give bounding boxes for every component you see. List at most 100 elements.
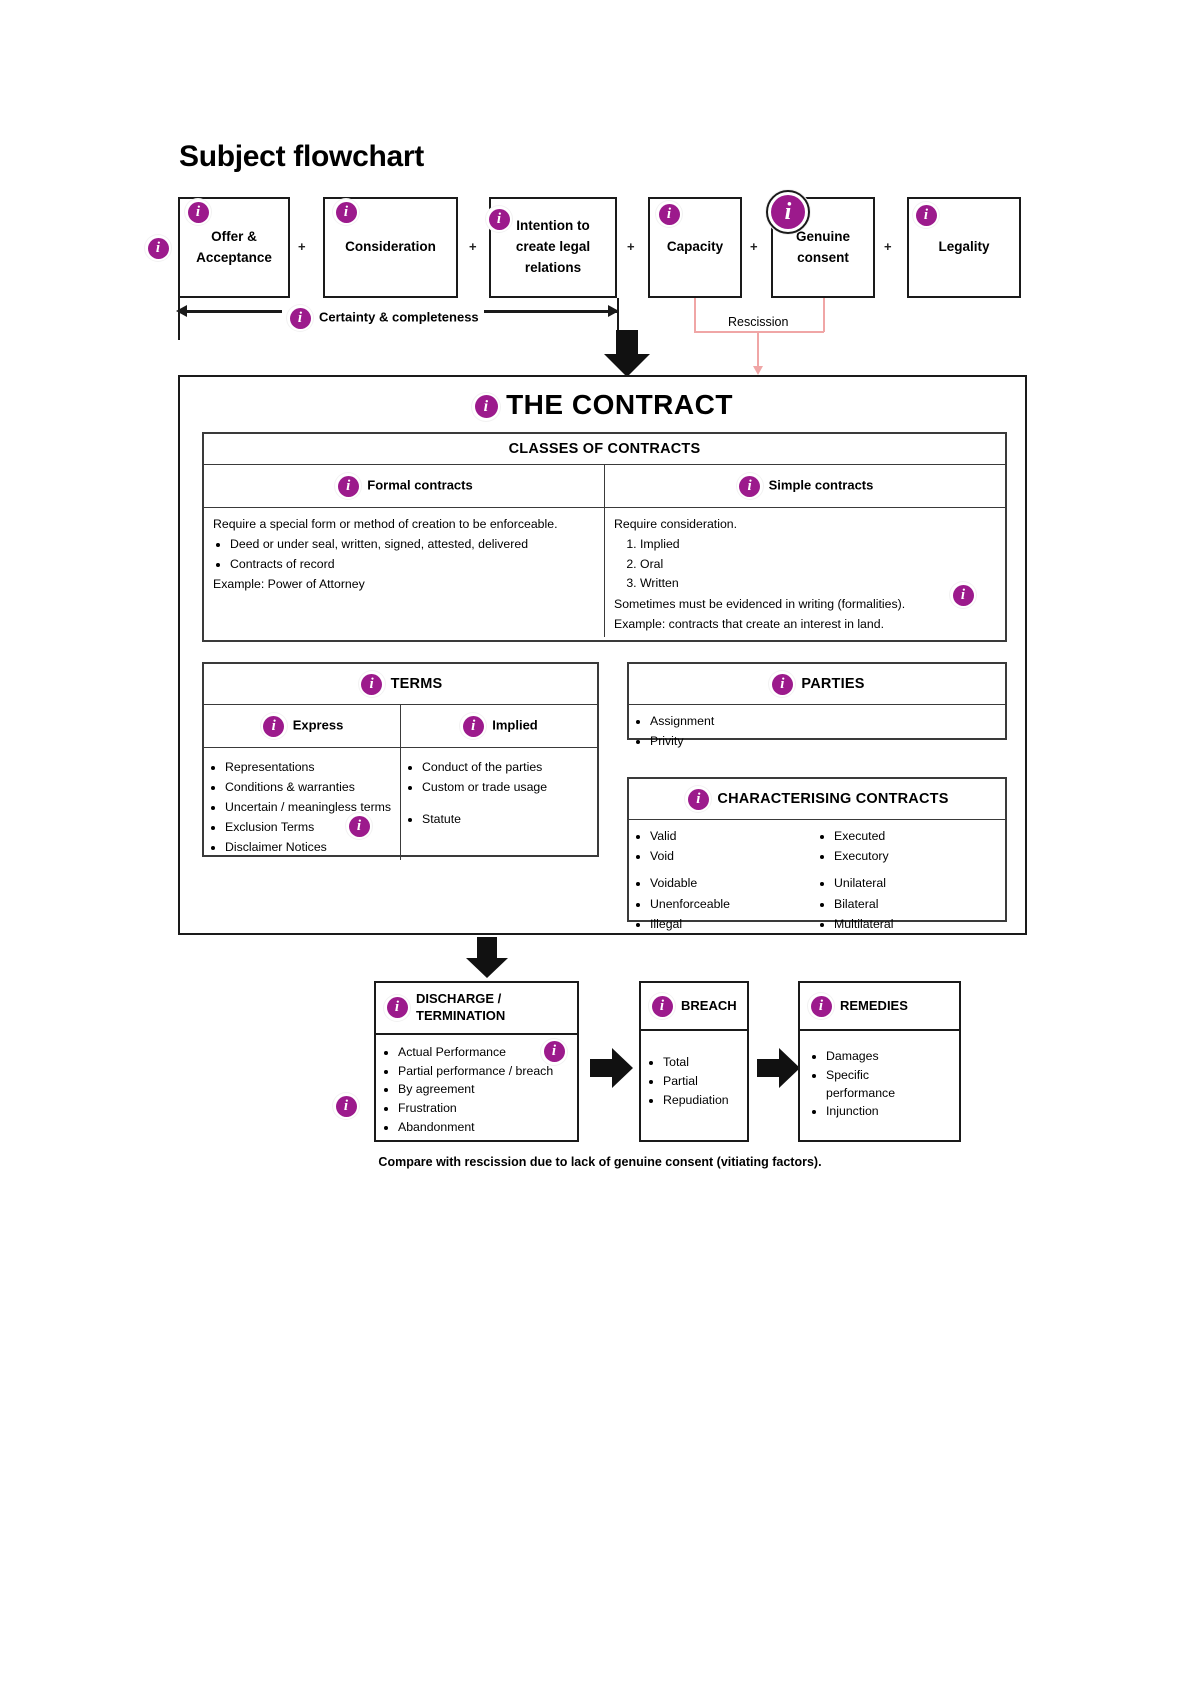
info-icon-legality[interactable]: i [913, 202, 939, 228]
info-icon-intention[interactable]: i [486, 206, 512, 232]
contract-panel: i THE CONTRACT CLASSES OF CONTRACTS i Fo… [178, 375, 1027, 935]
info-icon-glyph: i [651, 995, 673, 1017]
formal-bullet-list: Deed or under seal, written, signed, att… [213, 535, 595, 573]
certainty-right-tick [617, 298, 619, 340]
simple-note: Sometimes must be evidenced in writing (… [614, 596, 906, 611]
characterising-heading-text: CHARACTERISING CONTRACTS [717, 790, 949, 807]
discharge-list: Actual Performance Partial performance /… [380, 1044, 571, 1137]
terms-express-heading-text: Express [292, 717, 344, 733]
breach-body: Total Partial Repudiation [641, 1031, 747, 1118]
info-icon-offer-acceptance[interactable]: i [185, 199, 211, 225]
list-item: Contracts of record [230, 555, 595, 573]
info-icon-exclusion-terms[interactable]: i [346, 813, 372, 839]
terms-heading: i TERMS [204, 664, 597, 705]
info-icon-discharge-side[interactable]: i [333, 1093, 359, 1119]
info-icon-glyph: i [386, 997, 408, 1019]
info-icon-simple-contracts[interactable]: i [736, 473, 763, 499]
contract-heading-text: THE CONTRACT [506, 389, 733, 420]
breach-box[interactable]: i BREACH Total Partial Repudiation [639, 981, 749, 1142]
info-icon-glyph: i [739, 475, 761, 497]
plus-sign-2: + [469, 239, 477, 254]
formal-contracts-heading-text: Formal contracts [367, 477, 473, 493]
info-icon-glyph: i [348, 815, 370, 837]
list-item: Multilateral [834, 915, 1001, 934]
remedies-heading-text: REMEDIES [840, 997, 908, 1013]
list-item: Exclusion Terms [225, 818, 396, 837]
rescission-arrowhead [753, 366, 763, 375]
rescission-label: Rescission [724, 315, 793, 329]
info-icon-contract-elements[interactable]: i [145, 235, 171, 261]
info-icon-glyph: i [810, 995, 832, 1017]
info-icon-the-contract[interactable]: i [472, 392, 501, 421]
terms-express-column: i Express Representations Conditions & w… [204, 705, 400, 860]
info-icon-implied[interactable]: i [460, 713, 487, 739]
info-icon-glyph: i [543, 1041, 565, 1063]
list-item: Partial performance / breach [398, 1063, 571, 1081]
remedies-box[interactable]: i REMEDIES Damages Specific performance … [798, 981, 961, 1142]
formal-contracts-heading: i Formal contracts [204, 465, 604, 508]
info-icon-remedies[interactable]: i [808, 993, 834, 1019]
list-item: Unilateral [834, 874, 1001, 893]
list-item: Assignment [650, 712, 1001, 731]
list-item: Unenforceable [650, 895, 817, 914]
simple-numbered-list: Implied Oral Written [614, 535, 996, 592]
info-icon-capacity[interactable]: i [656, 201, 682, 227]
remedies-list: Damages Specific performance Injunction [808, 1048, 953, 1121]
rescission-line-horizontal [694, 331, 824, 333]
classes-of-contracts-heading: CLASSES OF CONTRACTS [204, 434, 1005, 465]
topbox-intention-create-legal-relations[interactable]: Intention to create legal relations [489, 197, 617, 298]
terms-express-heading: i Express [204, 705, 400, 748]
list-item: Representations [225, 758, 396, 777]
plus-sign-5: + [884, 239, 892, 254]
info-icon-glyph: i [488, 208, 510, 230]
info-icon-simple-formalities[interactable]: i [950, 582, 976, 608]
info-icon-consideration[interactable]: i [333, 199, 359, 225]
list-item: Conduct of the parties [422, 758, 593, 777]
info-icon-characterising-contracts[interactable]: i [685, 786, 712, 812]
right-arrow-to-breach [590, 1048, 633, 1088]
breach-heading: i BREACH [641, 983, 747, 1031]
plus-sign-3: + [627, 239, 635, 254]
info-icon-glyph: i [289, 307, 311, 329]
info-icon-breach[interactable]: i [649, 993, 675, 1019]
info-icon-glyph: i [658, 203, 680, 225]
right-arrow-to-remedies [757, 1048, 800, 1088]
topbox-label: Offer & Acceptance [196, 228, 272, 265]
classes-of-contracts-panel: CLASSES OF CONTRACTS i Formal contracts … [202, 432, 1007, 642]
info-icon-genuine-consent[interactable]: i [766, 190, 810, 234]
discharge-termination-box[interactable]: i DISCHARGE / TERMINATION Actual Perform… [374, 981, 579, 1142]
info-icon-glyph: i [335, 201, 357, 223]
info-icon-glyph: i [687, 788, 709, 810]
list-item: Frustration [398, 1100, 571, 1118]
breach-list: Total Partial Repudiation [645, 1054, 741, 1109]
topbox-label: Intention to create legal relations [515, 218, 591, 275]
info-icon-glyph: i [187, 201, 209, 223]
info-icon-express[interactable]: i [260, 713, 287, 739]
characterising-list-left: Valid Void Voidable Unenforceable Illega… [633, 825, 817, 935]
info-icon-glyph: i [474, 395, 498, 419]
parties-panel: i PARTIES Assignment Privity [627, 662, 1007, 748]
info-icon-performance[interactable]: i [541, 1038, 567, 1065]
parties-heading: i PARTIES [629, 664, 1005, 705]
down-arrow-to-discharge [466, 937, 508, 978]
plus-sign-4: + [750, 239, 758, 254]
info-icon-glyph: i [147, 237, 169, 259]
info-icon-formal-contracts[interactable]: i [335, 473, 362, 499]
terms-implied-list: Conduct of the parties Custom or trade u… [405, 758, 593, 830]
topbox-consideration[interactable]: Consideration [323, 197, 458, 298]
list-item: Conditions & warranties [225, 778, 396, 797]
page-title: Subject flowchart [179, 140, 424, 173]
list-item: Disclaimer Notices [225, 838, 396, 857]
certainty-completeness-label: i Certainty & completeness [282, 305, 484, 331]
info-icon-glyph: i [263, 715, 285, 737]
formal-intro: Require a special form or method of crea… [213, 517, 558, 531]
info-icon-parties[interactable]: i [769, 671, 796, 697]
info-icon-discharge[interactable]: i [384, 994, 410, 1021]
formal-contracts-body: Require a special form or method of crea… [204, 508, 604, 605]
info-icon-terms[interactable]: i [358, 671, 385, 697]
rescission-line-from-genuine-consent [823, 298, 825, 332]
list-item: Illegal [650, 915, 817, 934]
parties-heading-text: PARTIES [801, 675, 865, 692]
info-icon-certainty[interactable]: i [287, 305, 313, 331]
